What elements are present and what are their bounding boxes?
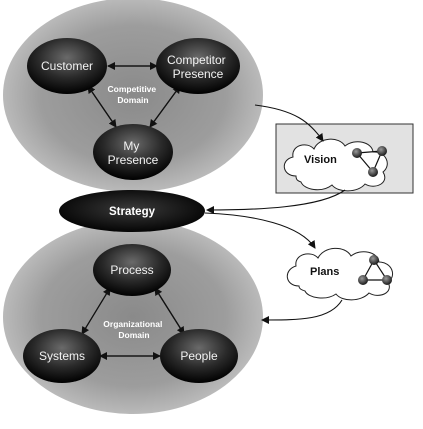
plans-cloud — [286, 247, 394, 301]
competitor-presence-node-label: Competitor Presence — [167, 53, 229, 81]
people-node — [160, 329, 238, 383]
vision-label: Vision — [304, 154, 337, 166]
competitive-connectors — [87, 62, 181, 128]
customer-node-label: Customer — [41, 59, 93, 73]
competitive-domain-label: Competitive Domain — [107, 84, 158, 105]
process-node — [93, 244, 171, 296]
systems-node-label: Systems — [39, 349, 85, 363]
strategy-node-label: Strategy — [109, 206, 156, 218]
arrow-plans-to-organizational — [261, 299, 343, 324]
arrow-strategy-to-plans — [204, 212, 316, 249]
organizational-domain-label: Organizational Domain — [103, 319, 164, 340]
plans-label: Plans — [310, 266, 339, 278]
people-node-label: People — [180, 349, 218, 363]
organizational-connectors — [81, 287, 185, 360]
plans-network-icon — [358, 255, 392, 285]
my-presence-node-label: My Presence — [108, 139, 159, 167]
arrow-competitive-to-vision — [254, 104, 324, 142]
arrow-vision-to-strategy — [206, 189, 346, 214]
strategy-node — [59, 190, 205, 232]
process-node-label: Process — [110, 263, 153, 277]
customer-node — [27, 38, 107, 94]
systems-node — [23, 329, 101, 383]
my-presence-node — [93, 124, 173, 180]
competitor-presence-node — [156, 38, 240, 94]
flow-arrows — [204, 104, 346, 324]
vision-network-icon — [352, 146, 387, 177]
